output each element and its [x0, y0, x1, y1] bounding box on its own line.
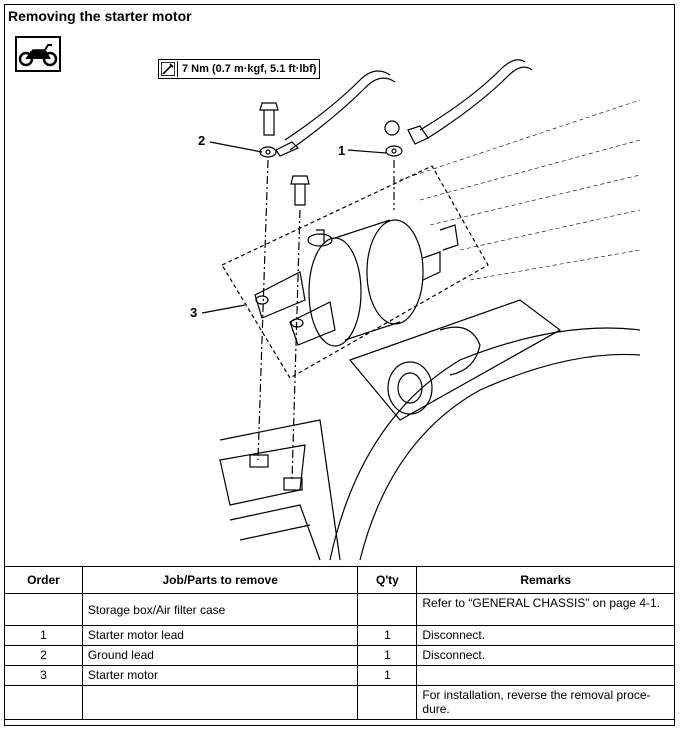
header-qty: Q'ty [357, 566, 418, 594]
row-qty: 1 [357, 625, 418, 646]
header-remarks: Remarks [416, 566, 675, 594]
row-part: Starter motor [81, 665, 359, 686]
row-remarks: Disconnect. [416, 625, 675, 646]
torque-spec: 7 Nm (0.7 m·kgf, 5.1 ft·lbf) [158, 59, 321, 79]
row-remarks [416, 665, 675, 686]
callout-3: 3 [190, 305, 198, 320]
table-row: For installation, reverse the removal pr… [4, 685, 675, 720]
row-part: Starter motor lead [81, 625, 359, 646]
row-qty: 1 [357, 645, 418, 666]
row-remarks: For installation, reverse the removal pr… [416, 685, 675, 720]
table-row: Storage box/Air filter case Refer to “GE… [4, 593, 675, 626]
row-qty: 1 [357, 665, 418, 686]
row-qty [357, 685, 418, 720]
row-order [4, 685, 83, 720]
table-header-row: Order Job/Parts to remove Q'ty Remarks [4, 566, 675, 594]
row-remarks: Refer to “GENERAL CHASSIS” on page 4-1. [416, 593, 675, 626]
torque-value: 7 Nm (0.7 m·kgf, 5.1 ft·lbf) [182, 63, 317, 75]
row-part [81, 685, 359, 720]
row-qty [357, 593, 418, 626]
callout-1: 1 [338, 143, 346, 158]
page-frame [4, 4, 675, 726]
callout-2: 2 [198, 133, 206, 148]
removal-table: Order Job/Parts to remove Q'ty Remarks S… [4, 566, 675, 720]
table-row: 3 Starter motor 1 [4, 665, 675, 686]
header-order: Order [4, 566, 83, 594]
motorcycle-icon [15, 36, 61, 72]
row-part: Ground lead [81, 645, 359, 666]
row-order [4, 593, 83, 626]
starter-motor-diagram [201, 59, 641, 561]
torque-wrench-icon [159, 61, 178, 77]
row-order: 2 [4, 645, 83, 666]
row-remarks: Disconnect. [416, 645, 675, 666]
table-row: 2 Ground lead 1 Disconnect. [4, 645, 675, 666]
table-row: 1 Starter motor lead 1 Disconnect. [4, 625, 675, 646]
row-order: 1 [4, 625, 83, 646]
row-part: Storage box/Air filter case [81, 593, 359, 626]
header-job: Job/Parts to remove [81, 566, 359, 594]
row-order: 3 [4, 665, 83, 686]
page-title: Removing the starter motor [8, 8, 192, 24]
